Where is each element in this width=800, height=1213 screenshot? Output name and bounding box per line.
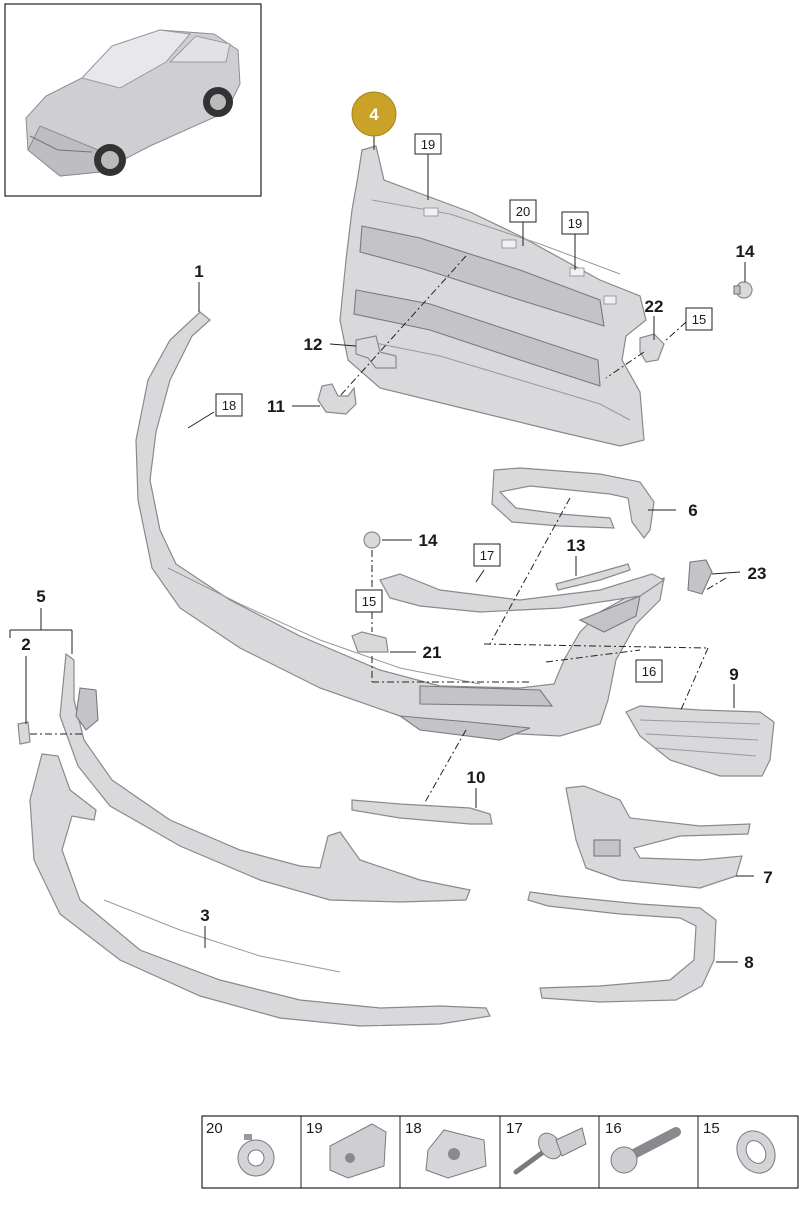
- bracket-21-part: [351, 631, 389, 653]
- part-label: 10: [467, 768, 486, 787]
- callout-label: 4: [369, 105, 379, 124]
- part-label: 7: [763, 868, 772, 887]
- legend-item: 15: [703, 1120, 776, 1174]
- bracket-23-part: [687, 559, 713, 595]
- part-label: 3: [200, 906, 209, 925]
- ring-clip-icon: [736, 1130, 776, 1174]
- legend-item: 20: [206, 1120, 275, 1177]
- mounting-strip-6-part: [491, 467, 655, 539]
- frame-8-part: [527, 891, 717, 1003]
- boxed-labels: 19 20 19 15 18 17 15 16: [215, 133, 713, 683]
- part-label: 23: [748, 564, 767, 583]
- grille-carrier-part: [339, 145, 647, 447]
- push-clip-14-mid-part: [363, 531, 381, 549]
- bolt-icon: [610, 1127, 681, 1174]
- legend-item: 16: [605, 1120, 681, 1174]
- boxed-label: 18: [222, 398, 236, 413]
- part-label: 22: [645, 297, 664, 316]
- clip-11-part: [317, 383, 357, 415]
- side-grille-9-part: [625, 705, 775, 777]
- side-trim-5-part: [59, 652, 471, 903]
- callout-badge: 4: [351, 91, 397, 137]
- clip-2-part: [17, 721, 31, 745]
- expanding-rivet-icon: [513, 1127, 587, 1175]
- bracket-12-part: [355, 335, 397, 369]
- part-label: 8: [744, 953, 753, 972]
- legend-number: 17: [506, 1120, 523, 1137]
- part-label: 13: [567, 536, 586, 555]
- boxed-label: 17: [480, 548, 494, 563]
- part-label: 14: [736, 242, 755, 261]
- part-label: 21: [423, 643, 442, 662]
- boxed-label: 15: [362, 594, 376, 609]
- part-label: 12: [304, 335, 323, 354]
- boxed-label: 15: [692, 312, 706, 327]
- clip-22-part: [639, 333, 665, 363]
- legend-item: 19: [306, 1120, 387, 1179]
- part-label: 5: [36, 587, 45, 606]
- fastener-legend: 20 19 18 17: [201, 1115, 799, 1189]
- boxed-label: 19: [568, 216, 582, 231]
- legend-item: 18: [405, 1120, 487, 1179]
- mounting-strip-17-part: [379, 573, 666, 613]
- strip-13-part: [555, 563, 631, 591]
- boxed-label: 20: [516, 204, 530, 219]
- part-label: 14: [419, 531, 438, 550]
- boxed-label: 19: [421, 137, 435, 152]
- lower-spoiler-3-part: [29, 753, 491, 1027]
- part-labels: 1 2 3 5 6 7 8 9 10 11 12 13 14 14 21 22 …: [21, 242, 772, 972]
- car-icon: [25, 29, 241, 177]
- legend-number: 18: [405, 1120, 422, 1137]
- vehicle-thumbnail: [4, 3, 262, 197]
- speed-nut-icon: [425, 1129, 487, 1179]
- part-label: 2: [21, 635, 30, 654]
- part-label: 6: [688, 501, 697, 520]
- legend-number: 19: [306, 1120, 323, 1137]
- legend-number: 20: [206, 1120, 223, 1137]
- part-label: 9: [729, 665, 738, 684]
- clip-nut-icon: [329, 1123, 387, 1179]
- part-label: 1: [194, 262, 203, 281]
- legend-number: 15: [703, 1120, 720, 1137]
- assembly-lines: [30, 255, 727, 805]
- strip-10-part: [351, 799, 493, 825]
- part-label: 11: [267, 397, 285, 416]
- legend-item: 17: [506, 1120, 587, 1175]
- frame-7-part: [565, 785, 751, 889]
- legend-number: 16: [605, 1120, 622, 1137]
- retaining-ring-icon: [237, 1134, 275, 1177]
- boxed-label: 16: [642, 664, 656, 679]
- push-clip-14-top-part: [733, 281, 753, 299]
